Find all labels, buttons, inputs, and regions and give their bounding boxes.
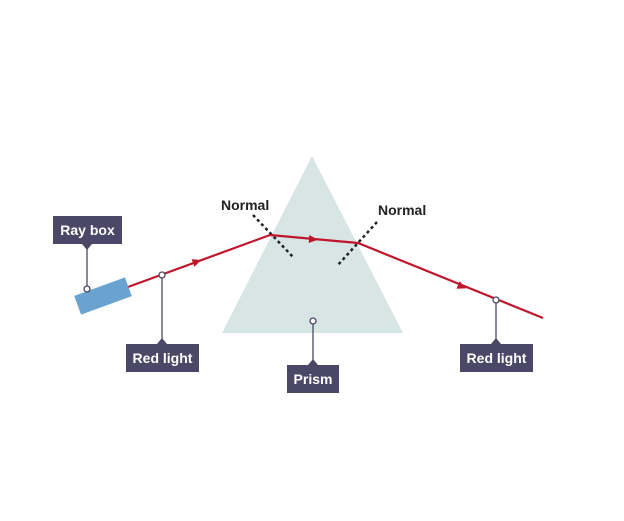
ray-box bbox=[74, 277, 132, 315]
leader-lines bbox=[86, 244, 497, 365]
arrow-icon bbox=[456, 281, 467, 289]
normal-line-right bbox=[336, 221, 378, 267]
normal-line-left bbox=[252, 214, 294, 258]
arrow-icon bbox=[308, 235, 318, 243]
red-light-label-right: Red light bbox=[460, 344, 533, 372]
normal-label-right: Normal bbox=[378, 202, 427, 218]
red-light-label-left: Red light bbox=[126, 344, 199, 372]
normal-label-left: Normal bbox=[221, 197, 270, 213]
prism-label: Prism bbox=[287, 365, 339, 393]
anchor-dots bbox=[83, 271, 500, 325]
prism bbox=[222, 156, 403, 333]
arrow-icon bbox=[191, 259, 202, 267]
label-pointers bbox=[82, 244, 501, 365]
ray-box-label: Ray box bbox=[53, 216, 122, 244]
